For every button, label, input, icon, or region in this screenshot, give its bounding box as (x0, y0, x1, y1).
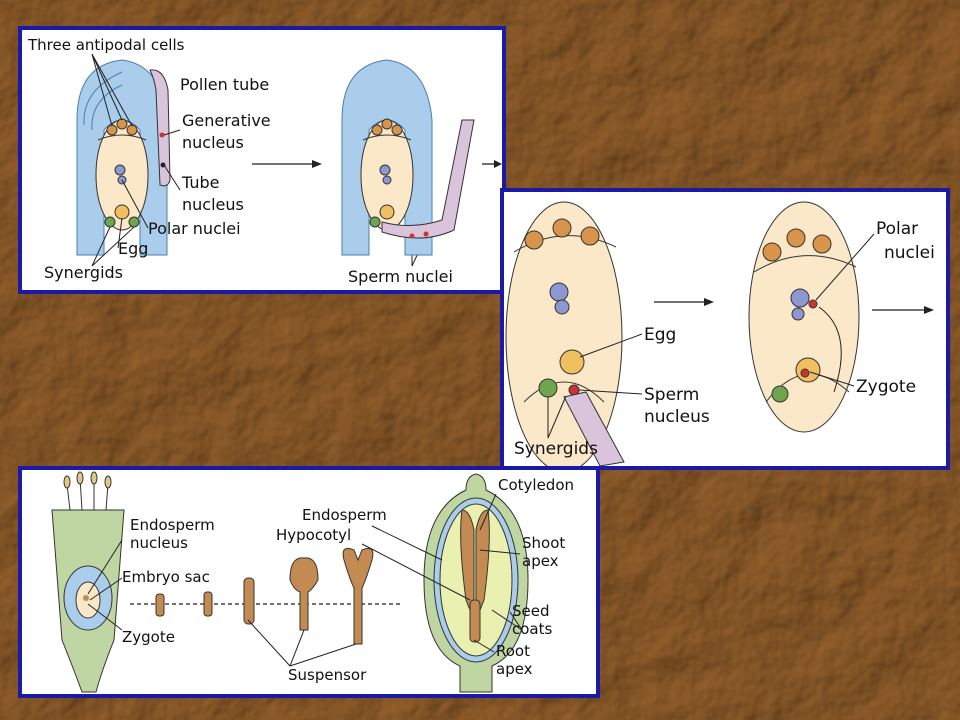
label-zygote: Zygote (122, 628, 175, 646)
generative-nucleus-dot (159, 132, 165, 138)
seed (423, 473, 529, 693)
label-root-apex-1: Root (496, 642, 530, 660)
label-synergids: Synergids (514, 439, 598, 459)
label-zygote: Zygote (856, 377, 916, 397)
label-hypocotyl: Hypocotyl (276, 526, 351, 544)
pollen-tube (149, 69, 171, 187)
label-synergids: Synergids (44, 263, 123, 282)
label-egg: Egg (118, 239, 148, 258)
embryo-sac-before (505, 201, 625, 466)
flower-cross-section (51, 471, 125, 693)
label-sperm: Sperm (644, 385, 699, 405)
label-tube-nucleus: nucleus (182, 195, 244, 214)
label-root-apex-2: apex (496, 660, 533, 678)
embryo-stages (155, 547, 374, 645)
label-pollen-tube: Pollen tube (180, 75, 269, 94)
label-polar-nuclei: Polar nuclei (148, 219, 241, 238)
ovule-with-tube (341, 59, 475, 256)
label-endosperm: Endosperm (302, 506, 387, 524)
label-seed-coats-1: Seed (512, 602, 550, 620)
label-shoot-apex-2: apex (522, 552, 559, 570)
pollination-panel: Three antipodal cells Pollen tube Genera… (18, 26, 506, 294)
label-endosperm-nucleus-2: nucleus (130, 534, 188, 552)
embryo-sac-after (748, 201, 860, 433)
fertilization-diagram: Polar nuclei Egg Sperm nucleus Zygote Sy… (505, 201, 935, 466)
embryo-development-panel: Endosperm nucleus Embryo sac Zygote Endo… (18, 466, 600, 698)
label-tube: Tube (181, 173, 219, 192)
embryo-development-diagram: Endosperm nucleus Embryo sac Zygote Endo… (51, 471, 574, 693)
label-suspensor: Suspensor (288, 666, 367, 684)
label-sperm-nucleus: nucleus (644, 407, 710, 427)
label-cotyledon: Cotyledon (498, 476, 574, 494)
label-egg: Egg (644, 325, 676, 345)
label-generative: Generative (182, 111, 271, 130)
label-sperm-nuclei: Sperm nuclei (348, 267, 453, 286)
label-seed-coats-2: coats (512, 620, 552, 638)
label-generative-nucleus: nucleus (182, 133, 244, 152)
label-endosperm-nucleus-1: Endosperm (130, 516, 215, 534)
label-polar-nuclei: nuclei (884, 243, 935, 263)
label-shoot-apex-1: Shoot (522, 534, 565, 552)
label-embryo-sac: Embryo sac (122, 568, 210, 586)
label-polar: Polar (876, 219, 918, 239)
label-three-antipodal-cells: Three antipodal cells (27, 36, 185, 54)
pollination-diagram: Three antipodal cells Pollen tube Genera… (27, 36, 502, 286)
fertilization-panel: Polar nuclei Egg Sperm nucleus Zygote Sy… (500, 188, 950, 470)
